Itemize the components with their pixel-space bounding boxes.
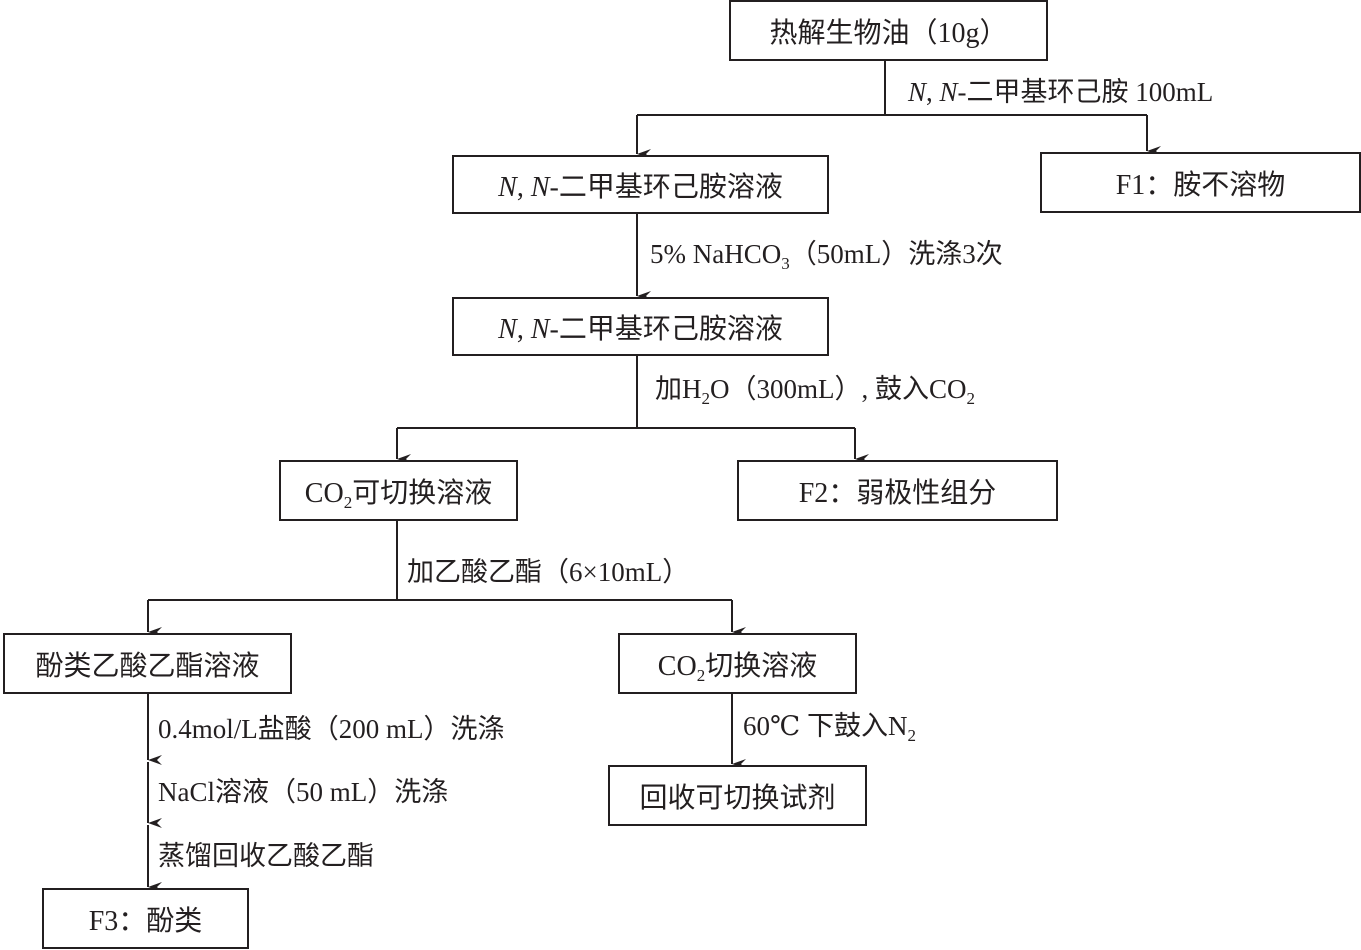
step-distill: 蒸馏回收乙酸乙酯 — [158, 841, 374, 871]
box-co2-switched: CO2切换溶液 — [618, 633, 857, 694]
box-co2-switched-label: CO2切换溶液 — [657, 650, 818, 685]
box-f2-label: F2：弱极性组分 — [798, 477, 997, 509]
box-recover-label: 回收可切换试剂 — [639, 782, 836, 814]
box-phenol-ea: 酚类乙酸乙酯溶液 — [3, 633, 292, 694]
box-feed-label: 热解生物油（10g） — [769, 17, 1008, 49]
step-hcl-wash: 0.4mol/L盐酸（200 mL）洗涤 — [158, 714, 505, 744]
step-nacl-wash: NaCl溶液（50 mL）洗涤 — [158, 777, 449, 807]
step-n2-purge: 60℃ 下鼓入N2 — [743, 711, 916, 745]
box-amine-solution-2-label: N, N-二甲基环己胺溶液 — [498, 313, 783, 345]
box-f3-label: F3：酚类 — [88, 905, 203, 937]
step-amine-add: N, N-二甲基环己胺 100mL — [908, 77, 1214, 107]
box-f1: F1：胺不溶物 — [1040, 152, 1361, 213]
step-add-ethyl-acetate: 加乙酸乙酯（6×10mL） — [407, 557, 690, 587]
box-amine-solution-1-label: N, N-二甲基环己胺溶液 — [498, 171, 783, 203]
step-nahco3-wash: 5% NaHCO3（50mL）洗涤3次 — [650, 239, 1003, 273]
box-phenol-ea-label: 酚类乙酸乙酯溶液 — [35, 650, 260, 682]
box-co2-switchable-label: CO2可切换溶液 — [304, 477, 493, 512]
box-f2: F2：弱极性组分 — [737, 460, 1058, 521]
box-co2-switchable: CO2可切换溶液 — [279, 460, 518, 521]
step-add-water-co2: 加H2O（300mL）, 鼓入CO2 — [655, 374, 975, 408]
box-amine-solution-2: N, N-二甲基环己胺溶液 — [452, 297, 829, 356]
box-f3: F3：酚类 — [42, 888, 249, 949]
box-recover: 回收可切换试剂 — [608, 765, 867, 826]
box-feed: 热解生物油（10g） — [729, 0, 1048, 61]
box-amine-solution-1: N, N-二甲基环己胺溶液 — [452, 155, 829, 214]
box-f1-label: F1：胺不溶物 — [1115, 169, 1286, 201]
